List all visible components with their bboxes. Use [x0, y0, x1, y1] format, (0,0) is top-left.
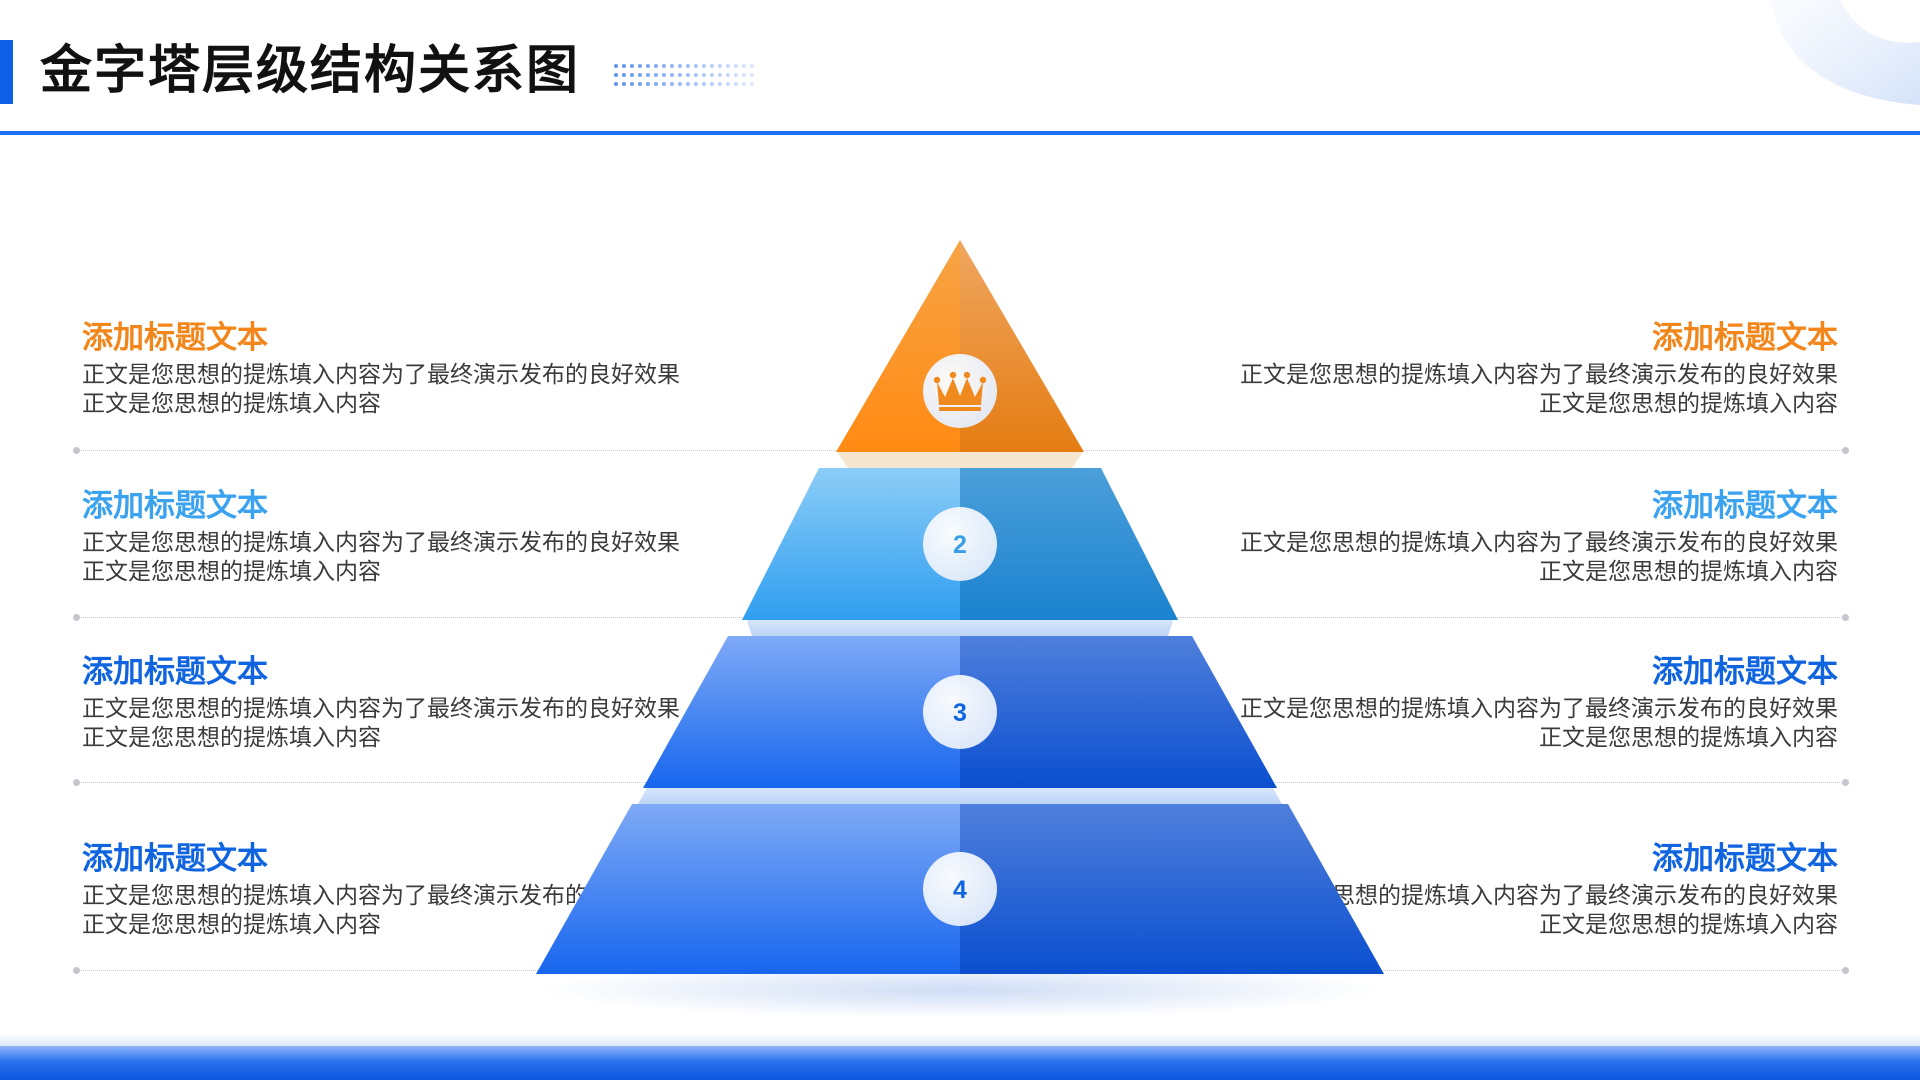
block-title: 添加标题文本	[1652, 841, 1838, 877]
level-number: 2	[953, 531, 967, 559]
block-title: 添加标题文本	[82, 841, 268, 877]
block-title: 添加标题文本	[1652, 654, 1838, 690]
level-number: 3	[953, 699, 967, 727]
level-badge-2: 2	[923, 507, 997, 581]
corner-decoration	[1770, 0, 1920, 105]
block-title: 添加标题文本	[82, 654, 268, 690]
text-block-left-2: 添加标题文本 正文是您思想的提炼填入内容为了最终演示发布的良好效果正文是您思想的…	[82, 485, 682, 587]
text-block-right-2: 添加标题文本 正文是您思想的提炼填入内容为了最终演示发布的良好效果正文是您思想的…	[1238, 485, 1838, 587]
footer-band	[0, 1046, 1920, 1080]
text-block-left-3: 添加标题文本 正文是您思想的提炼填入内容为了最终演示发布的良好效果正文是您思想的…	[82, 651, 682, 753]
crown-badge	[923, 354, 997, 428]
block-title: 添加标题文本	[1652, 320, 1838, 356]
text-block-left-1: 添加标题文本 正文是您思想的提炼填入内容为了最终演示发布的良好效果正文是您思想的…	[82, 317, 682, 419]
block-body: 正文是您思想的提炼填入内容为了最终演示发布的良好效果正文是您思想的提炼填入内容	[1240, 530, 1838, 585]
block-body: 正文是您思想的提炼填入内容为了最终演示发布的良好效果正文是您思想的提炼填入内容	[82, 362, 680, 417]
block-title: 添加标题文本	[82, 320, 268, 356]
block-body: 正文是您思想的提炼填入内容为了最终演示发布的良好效果正文是您思想的提炼填入内容	[1240, 696, 1838, 751]
level-number: 4	[953, 876, 967, 904]
pyramid-tier-3	[643, 636, 1277, 788]
text-block-right-3: 添加标题文本 正文是您思想的提炼填入内容为了最终演示发布的良好效果正文是您思想的…	[1238, 651, 1838, 753]
page-title: 金字塔层级结构关系图	[40, 41, 581, 101]
header-divider	[0, 131, 1920, 135]
level-badge-3: 3	[923, 675, 997, 749]
pyramid-tier-4	[536, 804, 1384, 974]
pyramid-tier-2	[742, 468, 1178, 620]
text-block-right-1: 添加标题文本 正文是您思想的提炼填入内容为了最终演示发布的良好效果正文是您思想的…	[1238, 317, 1838, 419]
block-title: 添加标题文本	[1652, 488, 1838, 524]
block-title: 添加标题文本	[82, 488, 268, 524]
title-accent-bar	[0, 40, 13, 104]
header-dot-pattern	[614, 64, 754, 86]
block-body: 正文是您思想的提炼填入内容为了最终演示发布的良好效果正文是您思想的提炼填入内容	[82, 530, 680, 585]
crown-icon	[933, 371, 987, 411]
block-body: 正文是您思想的提炼填入内容为了最终演示发布的良好效果正文是您思想的提炼填入内容	[1240, 362, 1838, 417]
footer-glow	[0, 1034, 1920, 1046]
level-badge-4: 4	[923, 852, 997, 926]
block-body: 正文是您思想的提炼填入内容为了最终演示发布的良好效果正文是您思想的提炼填入内容	[82, 696, 680, 751]
